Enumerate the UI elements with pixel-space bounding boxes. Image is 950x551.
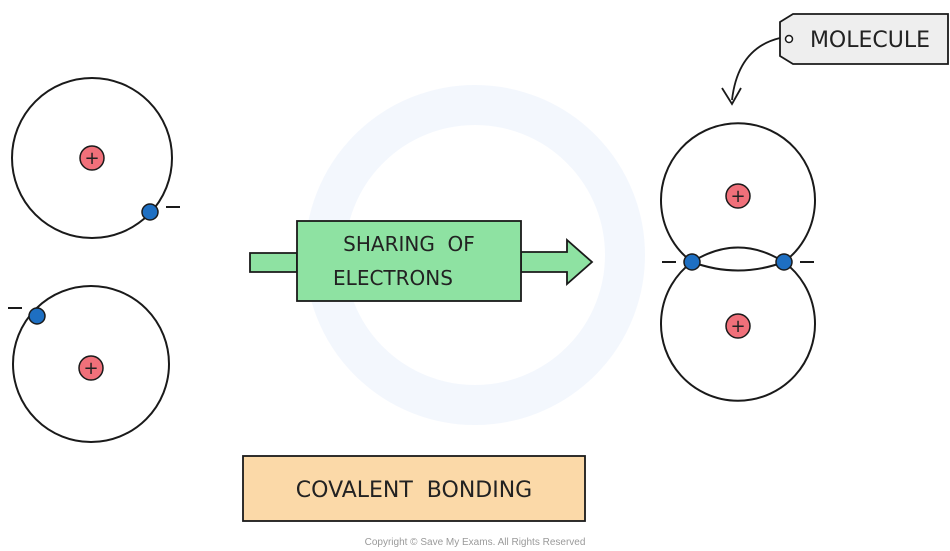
copyright-notice: Copyright © Save My Exams. All Rights Re… <box>364 537 586 548</box>
caption-box <box>242 455 586 522</box>
molecule-pointer-arrow <box>721 37 781 106</box>
arrow-label-box <box>296 220 522 302</box>
atom-bottom-left-nucleus <box>78 355 104 381</box>
arrow-label-line2: ELECTRONS <box>333 266 453 290</box>
atom-bottom-left-electron <box>28 307 46 325</box>
molecule-electron-right <box>775 253 793 271</box>
molecule-pointer-curve <box>731 37 781 101</box>
caption: COVALENT BONDING <box>242 455 586 522</box>
molecule-pointer-head-icon <box>721 87 742 106</box>
atom-top-left-plus: + <box>84 148 99 169</box>
atom-bottom-left-plus: + <box>83 358 98 379</box>
molecule-top-nucleus <box>725 183 751 209</box>
atom-bottom-left-shell <box>12 285 170 443</box>
molecule-bottom-shell <box>660 261 816 402</box>
molecule-bottom-plus: + <box>730 316 745 337</box>
sharing-arrow: SHARING OF ELECTRONS <box>249 220 594 302</box>
molecule-tag-shape <box>779 13 949 65</box>
molecule-tag-hole-icon <box>784 34 794 44</box>
molecule-bond-lower <box>691 261 785 272</box>
atom-bottom-left: + <box>8 285 170 443</box>
arrow-tail <box>249 252 298 273</box>
molecule-electron-left <box>683 253 701 271</box>
molecule-top-plus: + <box>730 186 745 207</box>
atom-top-left: + <box>11 77 180 239</box>
atom-top-left-electron <box>141 203 159 221</box>
arrow-label-line1: SHARING OF <box>343 232 475 256</box>
molecule-tag-label: MOLECULE <box>810 28 930 53</box>
molecule-bottom-nucleus <box>725 313 751 339</box>
molecule-tag: MOLECULE <box>779 13 949 65</box>
caption-text: COVALENT BONDING <box>296 478 532 503</box>
molecule: + + <box>660 122 816 402</box>
molecule-top-shell <box>660 122 816 263</box>
arrow-head <box>520 238 594 286</box>
molecule-bond-upper <box>691 246 785 263</box>
atom-top-left-nucleus <box>79 145 105 171</box>
atom-top-left-shell <box>11 77 173 239</box>
